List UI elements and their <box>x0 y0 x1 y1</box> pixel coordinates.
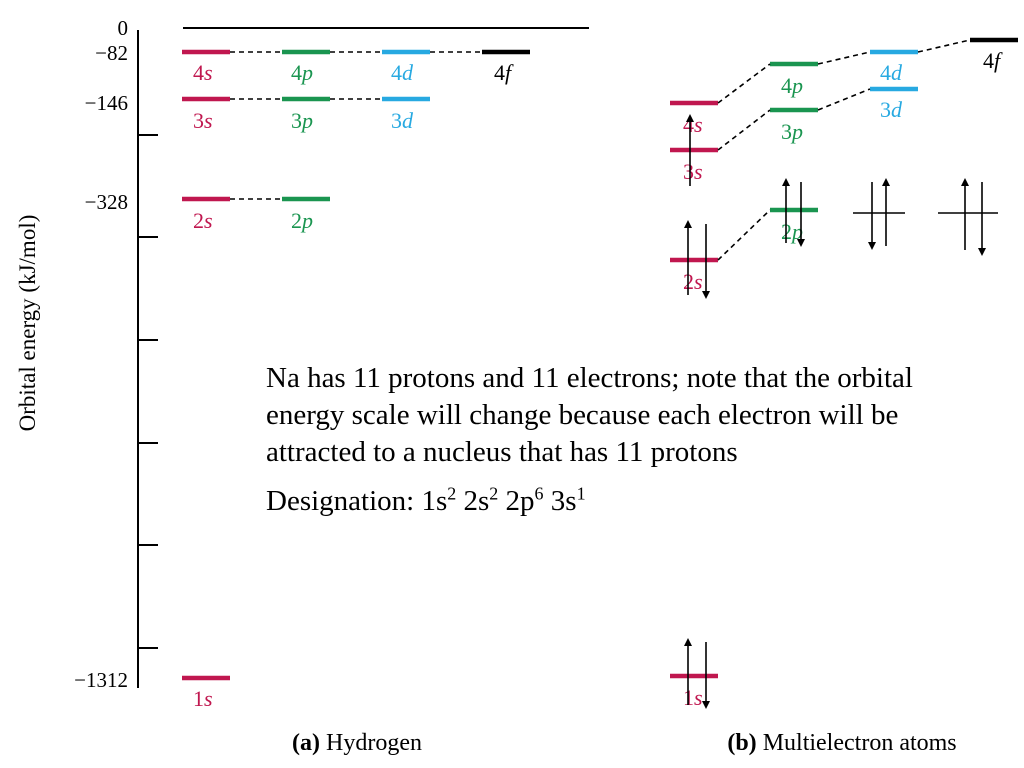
axis-title: Orbital energy (kJ/mol) <box>15 215 40 432</box>
axis-tick-label: −82 <box>95 41 128 65</box>
h-label-2p: 2p <box>291 208 313 233</box>
multielectron-panel: 4s 3s 2s 1s 4p 3p 2p 4d 3d 4f <box>670 37 1018 710</box>
designation-electrons: 2 <box>447 483 457 504</box>
h-label-4s: 4s <box>193 60 213 85</box>
sodium-note: Na has 11 protons and 11 electrons; note… <box>266 360 966 520</box>
axis-tick-label: −328 <box>85 190 128 214</box>
m-connector <box>817 51 871 65</box>
axis-tick-label: −146 <box>85 91 128 115</box>
m-label-4f: 4f <box>983 48 1003 73</box>
m-connector <box>717 209 771 261</box>
designation-electrons: 1 <box>576 483 586 504</box>
m-label-4s: 4s <box>683 112 703 137</box>
energy-axis: 0−82 −146 −328 −1312 <box>74 16 589 692</box>
designation-prefix: Designation: <box>266 485 422 517</box>
m-label-3d: 3d <box>880 97 903 122</box>
designation-orbital: 2s <box>463 485 490 517</box>
h-label-3s: 3s <box>193 108 213 133</box>
caption-hydrogen-text: Hydrogen <box>320 730 422 756</box>
note-text: Na has 11 protons and 11 electrons; note… <box>266 362 913 468</box>
m-connector <box>717 63 771 104</box>
designation-line: Designation: 1s2 2s2 2p6 3s1 <box>266 483 966 520</box>
m-label-4d: 4d <box>880 60 903 85</box>
caption-hydrogen: (a) Hydrogen <box>292 730 422 756</box>
h-label-3p: 3p <box>291 108 313 133</box>
designation-term-2s: 2s2 <box>463 483 499 517</box>
caption-multielectron-letter: (b) <box>727 730 756 756</box>
designation-term-2p: 2p6 <box>505 483 544 517</box>
designation-electrons: 2 <box>489 483 499 504</box>
h-label-4d: 4d <box>391 60 414 85</box>
h-label-3d: 3d <box>391 108 414 133</box>
caption-hydrogen-letter: (a) <box>292 730 320 756</box>
m-label-2p: 2p <box>781 219 803 244</box>
m-label-1s: 1s <box>683 685 703 710</box>
designation-orbital: 3s <box>550 485 577 517</box>
m-label-3p: 3p <box>781 119 803 144</box>
designation-orbital: 1s <box>421 485 448 517</box>
h-label-4p: 4p <box>291 60 313 85</box>
designation-term-1s: 1s2 <box>421 483 457 517</box>
h-label-4f: 4f <box>494 60 514 85</box>
hydrogen-panel: 4s 4p 4d 4f 3s 3p 3d 2s 2p 1s <box>182 49 530 711</box>
m-label-3s: 3s <box>683 159 703 184</box>
m-label-2s: 2s <box>683 269 703 294</box>
m-connector <box>917 39 971 53</box>
designation-term-3s: 3s1 <box>550 483 586 517</box>
m-connector <box>717 109 771 151</box>
caption-multielectron: (b) Multielectron atoms <box>727 730 956 756</box>
axis-tick-label: 0 <box>118 16 129 40</box>
m-connector <box>817 88 871 111</box>
designation-orbital: 2p <box>505 485 535 517</box>
axis-tick-label: −1312 <box>74 668 128 692</box>
m-label-4p: 4p <box>781 73 803 98</box>
h-label-2s: 2s <box>193 208 213 233</box>
caption-multielectron-text: Multielectron atoms <box>757 730 957 756</box>
designation-electrons: 6 <box>534 483 544 504</box>
h-label-1s: 1s <box>193 686 213 711</box>
